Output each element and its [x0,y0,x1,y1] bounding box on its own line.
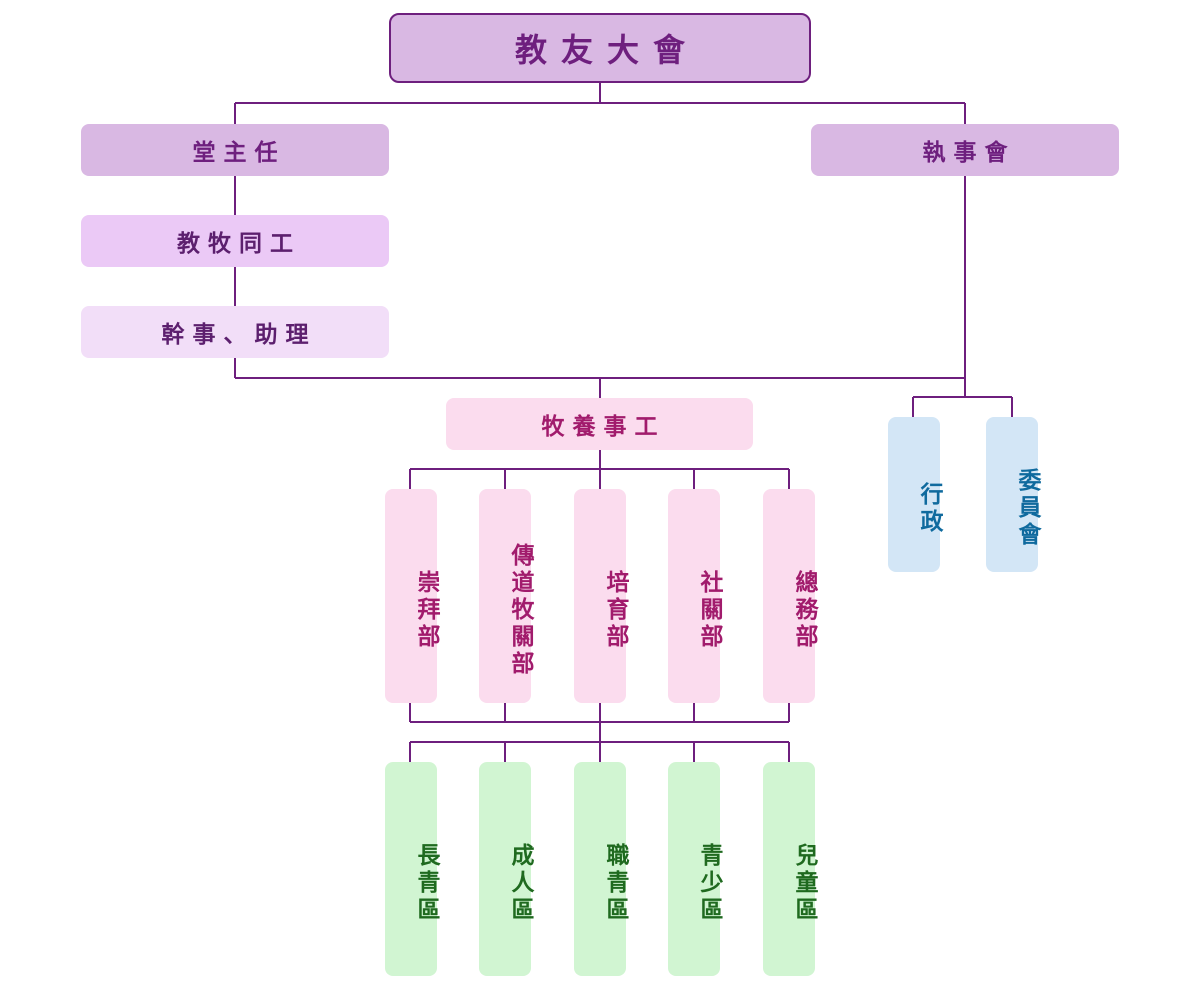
node-zone: 成人區 [479,762,533,976]
node-department: 培育部 [574,489,628,703]
connector-depts [409,450,790,490]
node-zone: 職青區 [574,762,628,976]
node-department: 社關部 [668,489,722,703]
connector-admin [912,378,1013,418]
node-zone: 兒童區 [763,762,817,976]
node-zone: 長青區 [385,762,439,976]
node-pastor: 堂主任 [81,124,389,176]
node-ministry-staff: 教牧同工 [81,215,389,267]
node-department: 崇拜部 [385,489,439,703]
node-officers: 幹事、助理 [81,306,389,358]
connector-merge [235,176,966,398]
node-administration: 行政 [888,417,942,572]
node-assembly: 教友大會 [389,13,811,83]
node-department: 傳道牧關部 [479,489,533,703]
node-committee: 委員會 [986,417,1040,572]
node-council: 執事會 [811,124,1119,176]
connector-zones [409,703,790,762]
node-pastoral-work: 牧養事工 [446,398,753,450]
node-zone: 青少區 [668,762,722,976]
node-department: 總務部 [763,489,817,703]
connector-top [234,83,966,124]
